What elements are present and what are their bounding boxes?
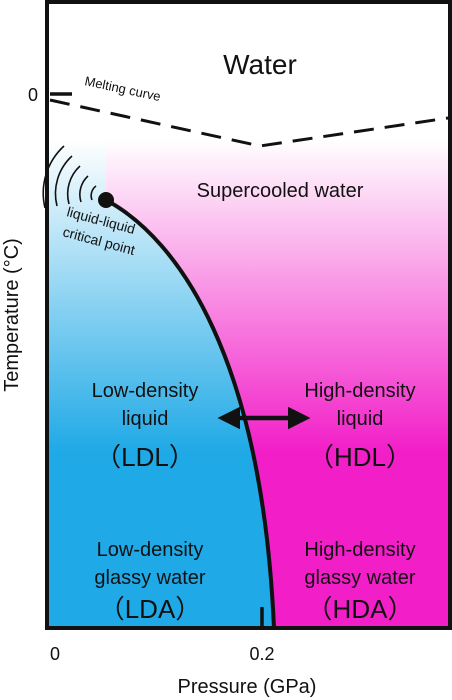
lda-label-line2: glassy water — [94, 567, 205, 589]
y-axis-label: Temperature (°C) — [1, 238, 23, 392]
ldl-abbr: （LDL） — [95, 442, 195, 472]
fluctuation-arcs — [42, 145, 97, 209]
supercooled-label: Supercooled water — [197, 180, 364, 202]
hda-label-line2: glassy water — [304, 567, 415, 589]
liquid-liquid-line — [105, 198, 276, 629]
lda-abbr: （LDA） — [99, 594, 202, 624]
diagram-title: Water — [223, 49, 297, 80]
melting-curve — [49, 98, 449, 148]
critical-point-marker — [98, 192, 114, 208]
ldl-label-line2: liquid — [122, 408, 169, 430]
x-tick-label-0.2: 0.2 — [249, 644, 274, 664]
x-axis-label: Pressure (GPa) — [178, 676, 317, 698]
y-tick-label-0: 0 — [28, 85, 38, 105]
plot-frame — [45, 0, 452, 630]
hdl-label-line1: High-density — [304, 380, 415, 402]
hdl-label-line2: liquid — [337, 408, 384, 430]
x-tick-label-0: 0 — [50, 644, 60, 664]
lda-label-line1: Low-density — [97, 539, 204, 561]
hda-abbr: （HDA） — [307, 594, 414, 624]
ldl-label-line1: Low-density — [92, 380, 199, 402]
hdl-abbr: （HDL） — [308, 442, 412, 472]
low-density-region — [47, 2, 274, 628]
hda-label-line1: High-density — [304, 539, 415, 561]
